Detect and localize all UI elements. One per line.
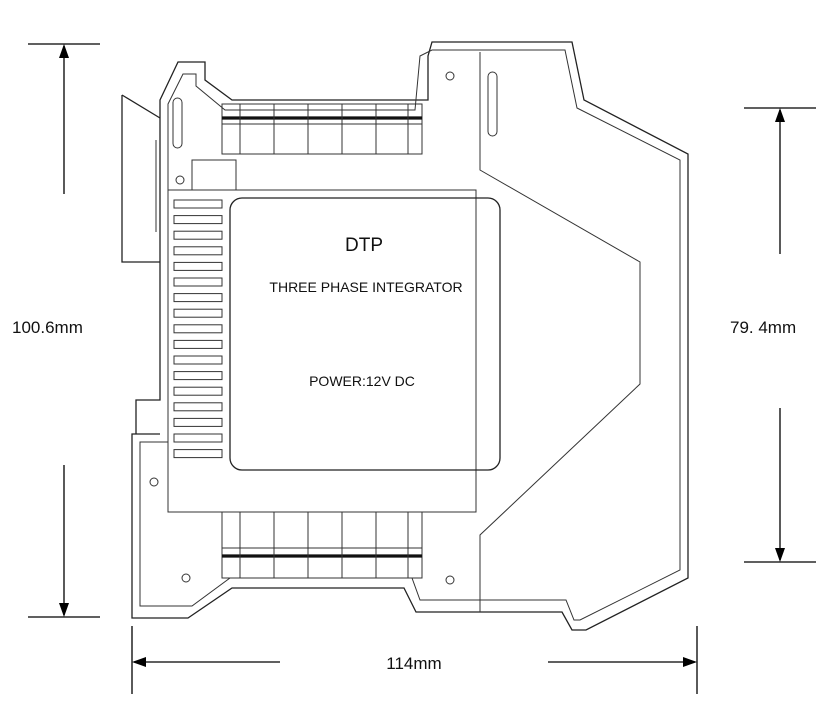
vent-slot (173, 324, 223, 334)
vent-slot (173, 417, 223, 427)
vent-slot (173, 199, 223, 209)
inner-body-frame (167, 159, 477, 513)
vent-slot (173, 371, 223, 381)
vent-slot (173, 308, 223, 318)
slot-right (487, 71, 498, 137)
device-description: THREE PHASE INTEGRATOR (269, 279, 462, 295)
arrow-down-icon (59, 603, 69, 617)
screw-hole-top-left (175, 175, 185, 185)
body-height-label: 79. 4mm (730, 318, 796, 337)
arrow-up-icon (775, 108, 785, 122)
label-panel (229, 197, 501, 471)
vent-slot (173, 449, 223, 459)
vent-slot (173, 433, 223, 443)
status-window (191, 159, 237, 191)
screw-hole-top-right (445, 71, 455, 81)
arrow-up-icon (59, 44, 69, 58)
arrow-left-icon (132, 657, 146, 667)
screw-hole-bottom-mid (181, 573, 191, 583)
vent-slot (173, 386, 223, 396)
mounting-features (149, 71, 498, 585)
vent-slot (173, 277, 223, 287)
slot-left (172, 97, 183, 149)
housing-outline (131, 41, 689, 631)
dimension-body-height (744, 107, 816, 563)
screw-hole-bottom-left (149, 477, 159, 487)
din-rail-clip (121, 94, 161, 263)
terminal-block-top (221, 103, 423, 155)
dimension-total-height (28, 43, 100, 618)
arrow-right-icon (683, 657, 697, 667)
vent-slots (173, 199, 223, 459)
arrow-down-icon (775, 548, 785, 562)
vent-slot (173, 339, 223, 349)
vent-slot (173, 355, 223, 365)
screw-hole-bottom-right (445, 575, 455, 585)
vent-slot (173, 261, 223, 271)
vent-slot (173, 402, 223, 412)
vent-slot (173, 215, 223, 225)
total-height-label: 100.6mm (12, 318, 83, 337)
device-power: POWER:12V DC (309, 373, 415, 389)
terminal-block-bottom (221, 511, 423, 579)
width-label: 114mm (386, 654, 441, 673)
dimension-width (131, 626, 698, 694)
device-model: DTP (345, 235, 383, 256)
vent-slot (173, 230, 223, 240)
vent-slot (173, 246, 223, 256)
vent-slot (173, 293, 223, 303)
